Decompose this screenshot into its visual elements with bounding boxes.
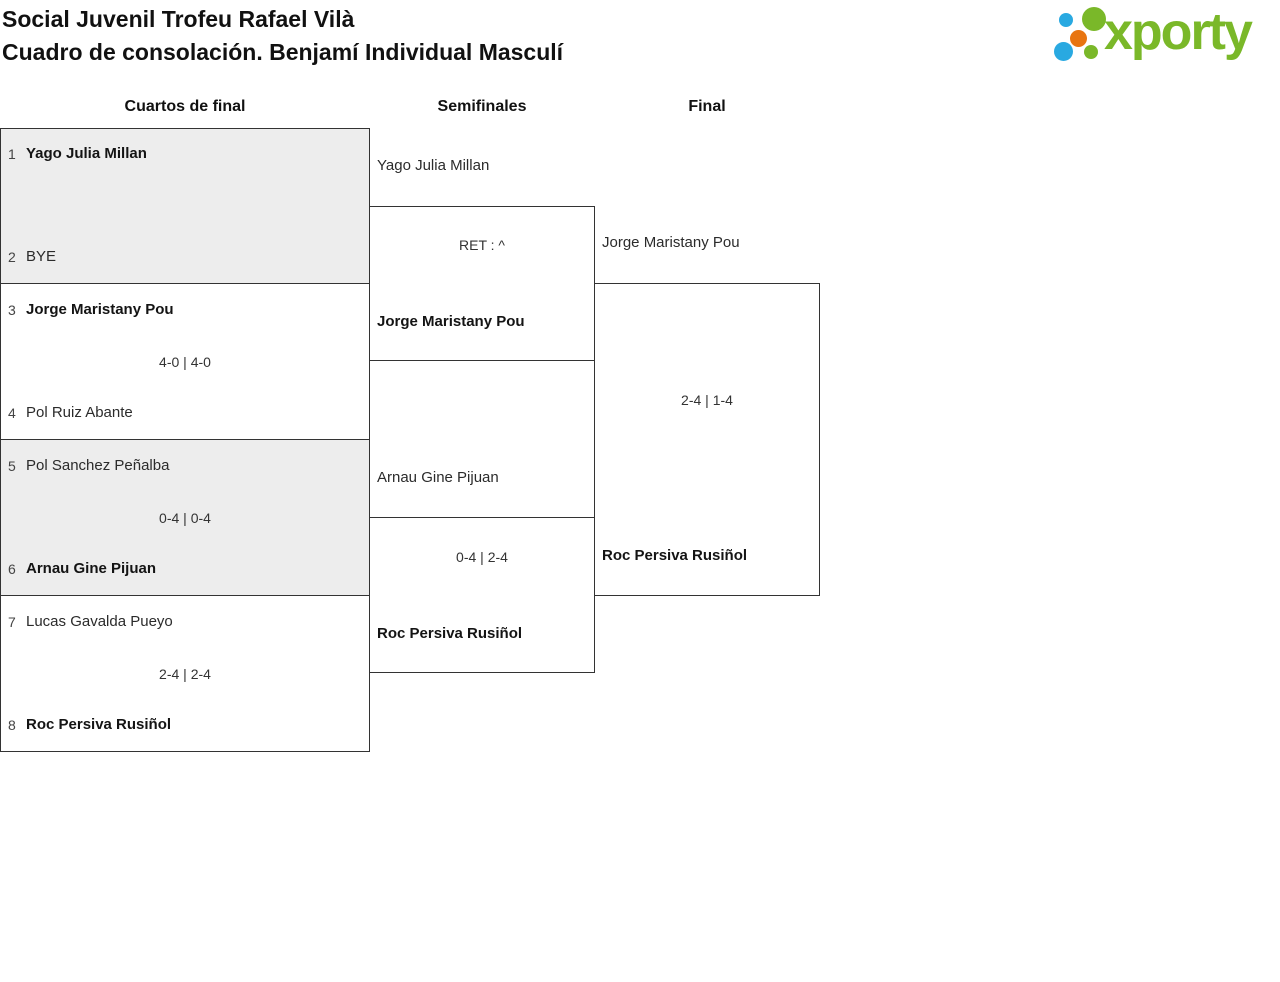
seed-4: 4 xyxy=(8,405,16,421)
logo-text: xporty xyxy=(1104,3,1253,61)
player-name-roc-sf: Roc Persiva Rusiñol xyxy=(377,625,523,642)
player-name-arnau-sf: Arnau Gine Pijuan xyxy=(377,469,499,486)
logo-dot-green-small-icon xyxy=(1084,45,1098,59)
seed-1: 1 xyxy=(8,146,16,162)
round-header-final: Final xyxy=(688,98,726,115)
player-name-jorge-sf: Jorge Maristany Pou xyxy=(377,313,525,330)
round-header-semifinals: Semifinales xyxy=(437,98,527,115)
match-score-qf4: 2-4 | 2-4 xyxy=(159,666,211,682)
logo-dot-green-large-icon xyxy=(1082,7,1106,31)
player-name-pol-sanchez: Pol Sanchez Peñalba xyxy=(26,457,170,474)
player-name-lucas: Lucas Gavalda Pueyo xyxy=(26,613,173,630)
seed-2: 2 xyxy=(8,249,16,265)
seed-8: 8 xyxy=(8,717,16,733)
player-name-yago-qf: Yago Julia Millan xyxy=(26,145,147,162)
player-name-arnau-qf: Arnau Gine Pijuan xyxy=(26,560,157,577)
player-name-roc-final: Roc Persiva Rusiñol xyxy=(602,547,748,564)
match-score-final: 2-4 | 1-4 xyxy=(681,392,733,408)
match-box-sf1 xyxy=(369,206,595,361)
seed-3: 3 xyxy=(8,302,16,318)
round-header-quarterfinals: Cuartos de final xyxy=(124,98,246,115)
seed-6: 6 xyxy=(8,561,16,577)
match-box-sf2 xyxy=(369,517,595,673)
seed-5: 5 xyxy=(8,458,16,474)
match-box-final xyxy=(594,283,820,596)
logo-dot-orange-icon xyxy=(1070,30,1087,47)
page-title: Social Juvenil Trofeu Rafael Vilà xyxy=(2,6,355,32)
logo-dot-blue-large-icon xyxy=(1054,42,1073,61)
match-score-sf2: 0-4 | 2-4 xyxy=(456,549,508,565)
player-name-roc-qf: Roc Persiva Rusiñol xyxy=(26,716,172,733)
match-score-sf1: RET : ^ xyxy=(459,237,505,253)
player-name-yago-sf: Yago Julia Millan xyxy=(377,157,490,174)
match-score-qf3: 0-4 | 0-4 xyxy=(159,510,211,526)
player-name-pol-ruiz: Pol Ruiz Abante xyxy=(26,404,133,421)
player-name-jorge-final: Jorge Maristany Pou xyxy=(602,234,740,251)
match-score-qf2: 4-0 | 4-0 xyxy=(159,354,211,370)
player-name-jorge-qf: Jorge Maristany Pou xyxy=(26,301,174,318)
page-subtitle: Cuadro de consolación. Benjamí Individua… xyxy=(2,39,564,65)
seed-7: 7 xyxy=(8,614,16,630)
logo-dot-blue-small-icon xyxy=(1059,13,1073,27)
match-box-qf1 xyxy=(0,128,370,284)
player-name-bye: BYE xyxy=(26,248,57,265)
match-box-qf4 xyxy=(0,595,370,752)
